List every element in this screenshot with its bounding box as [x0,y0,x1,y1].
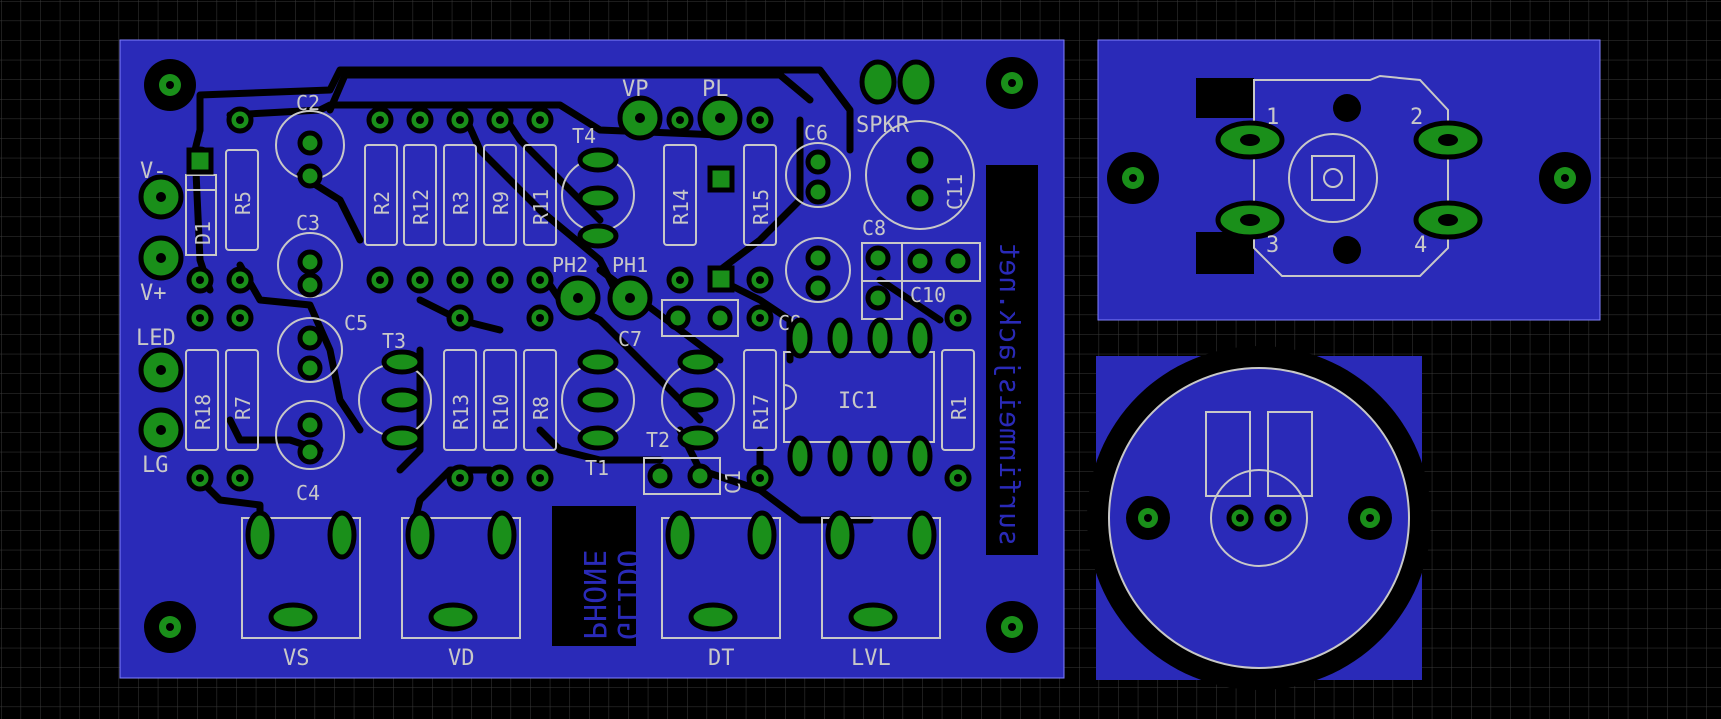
url-text-block: surfinmeisjack.net [986,165,1038,555]
ic1-outline: IC1 [783,351,935,443]
label-t2: T2 [646,428,670,452]
label-t3: T3 [382,329,406,353]
label-dt: DT [708,646,735,671]
switch-pin-4: 4 [1414,233,1427,258]
label-r9: R9 [489,191,513,215]
label-ph1: PH1 [612,253,648,277]
label-r18: R18 [191,394,215,430]
label-lg: LG [142,453,169,478]
label-c1: C1 [721,470,745,494]
label-c10: C10 [910,283,946,307]
label-v-minus: V- [140,159,167,184]
capacitor-labels: C2 C3 C5 C4 C6 C11 C8 C10 C9 C7 C1 [296,91,967,505]
label-spkr: SPKR [856,113,910,138]
phone-glido-logo: PHONE GLIDO [552,506,645,646]
switch-board: 1 2 3 4 [1097,39,1601,321]
url-text: surfinmeisjack.net [993,243,1026,546]
main-board: R5 R2 R12 R3 R9 R11 R14 R15 R18 R7 R13 R… [119,39,1065,679]
label-r14: R14 [669,189,693,225]
logo-line-1: PHONE [576,550,611,640]
ic1-pads [787,317,933,477]
diode-d1: D1 [185,174,217,256]
label-r7: R7 [231,396,255,420]
pot-vd: VD [401,510,521,671]
label-r15: R15 [749,189,773,225]
label-t4: T4 [572,124,596,148]
label-c11: C11 [943,174,967,210]
label-r10: R10 [489,394,513,430]
component-pads [186,106,972,492]
switch-pin-3: 3 [1266,233,1279,258]
label-r12: R12 [409,189,433,225]
label-led: LED [136,326,176,351]
label-r17: R17 [749,394,773,430]
label-ph2: PH2 [552,253,588,277]
label-r5: R5 [231,191,255,215]
label-t1: T1 [585,456,609,480]
pot-dt: DT [661,510,781,671]
transistor-pads [381,147,719,451]
connector-pads: V- V+ LED LG VP PL SPKR PH2 PH1 [136,59,935,478]
label-c4: C4 [296,481,320,505]
label-c3: C3 [296,211,320,235]
pot-lvl: LVL [821,510,941,671]
label-r1: R1 [947,396,971,420]
potentiometers: VS VD DT LVL [241,510,941,671]
label-r8: R8 [529,396,553,420]
label-c8: C8 [862,216,886,240]
label-v-plus: V+ [140,281,167,306]
label-vp: VP [622,77,649,102]
switch-pin-1: 1 [1266,105,1279,130]
label-lvl: LVL [851,646,891,671]
switch-pin-2: 2 [1410,105,1423,130]
label-vd: VD [448,646,475,671]
label-r2: R2 [370,191,394,215]
label-r3: R3 [449,191,473,215]
speaker-board [1087,346,1431,690]
label-r13: R13 [449,394,473,430]
label-c2: C2 [296,91,320,115]
mounting-holes [144,57,1038,653]
label-c7: C7 [618,327,642,351]
label-c6: C6 [804,121,828,145]
label-c5: C5 [344,311,368,335]
label-ic1: IC1 [838,389,878,414]
logo-line-2: GLIDO [610,550,645,640]
pot-vs: VS [241,510,361,671]
label-vs: VS [283,646,310,671]
resistor-outlines [185,144,975,451]
label-pl: PL [702,77,729,102]
label-d1: D1 [191,221,215,245]
resistor-labels: R5 R2 R12 R3 R9 R11 R14 R15 R18 R7 R13 R… [191,189,971,430]
label-r11: R11 [529,189,553,225]
